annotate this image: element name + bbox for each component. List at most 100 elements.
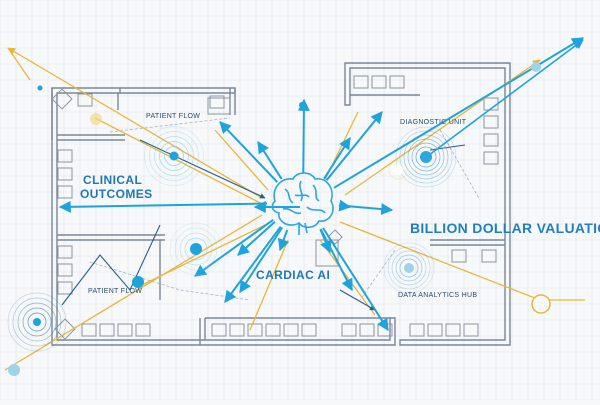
room-divider-mid xyxy=(57,234,165,241)
blue-arrow xyxy=(277,229,290,252)
signal-ring xyxy=(399,258,419,278)
signal-ring xyxy=(395,254,423,282)
blue-arrow xyxy=(58,200,268,213)
label-clinical: CLINICAL xyxy=(83,173,142,187)
desk xyxy=(409,323,425,337)
signal-ring xyxy=(144,126,204,186)
desk xyxy=(209,95,225,109)
signal-ring xyxy=(179,232,213,266)
desk xyxy=(353,75,369,89)
blue-arrow xyxy=(319,228,353,292)
gold-connection-line xyxy=(249,239,289,331)
signal-node-icon xyxy=(393,165,403,175)
signal-ring xyxy=(395,126,457,188)
dashed-route xyxy=(439,129,481,201)
signal-node-icon xyxy=(33,318,41,326)
small-node xyxy=(299,102,305,108)
desk xyxy=(247,323,263,337)
right-building-wall xyxy=(344,62,511,346)
signal-ring xyxy=(415,146,437,168)
desk xyxy=(301,323,317,337)
blue-arrows xyxy=(58,37,585,332)
signal-node-icon xyxy=(531,62,541,72)
gold-node-icon xyxy=(531,294,551,314)
gold-connection-line xyxy=(214,129,269,191)
gold-connection-lines xyxy=(4,47,585,371)
signal-ring xyxy=(164,146,184,166)
signal-ring xyxy=(411,142,441,172)
navy-connector xyxy=(429,144,466,151)
corridor-wall xyxy=(229,88,236,115)
signal-ring xyxy=(391,250,427,286)
desk xyxy=(57,263,73,277)
bottom-corridor-wall xyxy=(199,317,390,345)
gold-connection-line xyxy=(94,117,271,209)
desk xyxy=(451,249,467,263)
signal-ring xyxy=(184,237,208,261)
desk xyxy=(463,323,479,337)
desk xyxy=(389,75,405,89)
desk xyxy=(57,245,73,259)
desk xyxy=(57,281,73,295)
label-data-analytics-hub: DATA ANALYTICS HUB xyxy=(398,292,477,299)
room-divider-top xyxy=(51,88,125,141)
blue-arrow xyxy=(219,121,278,183)
signal-ring xyxy=(403,134,449,180)
signal-ring xyxy=(12,297,62,347)
label-cardiac-ai: CARDIAC AI xyxy=(256,268,330,282)
signal-ring xyxy=(383,242,435,294)
label-diagnostic-unit: DIAGNOSTIC UNIT xyxy=(400,119,467,126)
gold-connection-line xyxy=(141,224,266,286)
signal-ring xyxy=(154,136,194,176)
desk xyxy=(117,323,133,337)
signal-ring xyxy=(7,292,67,352)
signal-ring xyxy=(159,141,189,171)
desk xyxy=(229,323,245,337)
blue-arrow xyxy=(323,136,351,180)
gold-glow-node xyxy=(90,113,102,125)
signal-node-icon xyxy=(8,364,20,376)
desk xyxy=(483,151,499,165)
desk xyxy=(483,115,499,129)
signal-ring xyxy=(17,302,57,342)
top-wall-segment xyxy=(120,87,236,94)
label-patient-flow-top: PATIENT FLOW xyxy=(146,113,200,120)
signal-ring xyxy=(169,222,223,276)
blue-arrow xyxy=(424,39,584,159)
signal-ring xyxy=(388,160,408,180)
signal-ring xyxy=(407,138,445,176)
signal-node-icon xyxy=(132,276,144,288)
blue-arrow xyxy=(239,226,284,294)
desk xyxy=(57,185,73,199)
room-box xyxy=(207,97,231,115)
signal-ring xyxy=(387,246,431,290)
signal-ring xyxy=(399,130,453,184)
desk xyxy=(99,323,115,337)
desk xyxy=(81,323,97,337)
dashed-route xyxy=(359,249,396,301)
desk xyxy=(371,75,387,89)
signal-nodes xyxy=(7,62,551,376)
signal-ring xyxy=(22,307,52,337)
patient-flow-zigzag xyxy=(61,224,161,306)
blue-arrow xyxy=(322,227,389,332)
blue-arrow xyxy=(325,111,383,181)
signal-ring xyxy=(149,131,199,181)
desk xyxy=(135,323,151,337)
desk xyxy=(57,149,73,163)
navy-arrow xyxy=(339,289,376,311)
fixture-diamond xyxy=(327,229,343,245)
gold-connection-line xyxy=(7,47,263,199)
desk xyxy=(265,323,281,337)
blue-arrow xyxy=(338,199,352,212)
gold-connection-line xyxy=(7,47,31,81)
small-node xyxy=(37,85,43,91)
desk xyxy=(211,323,227,337)
signal-ring xyxy=(174,227,218,271)
label-patient-flow-bottom: PATIENT FLOW xyxy=(88,288,142,295)
right-room-divider-lower xyxy=(430,239,505,246)
furniture xyxy=(57,75,499,337)
label-billion-dollar-valuations: BILLION DOLLAR VALUATIONS xyxy=(410,220,600,236)
blue-arrow xyxy=(257,140,283,180)
